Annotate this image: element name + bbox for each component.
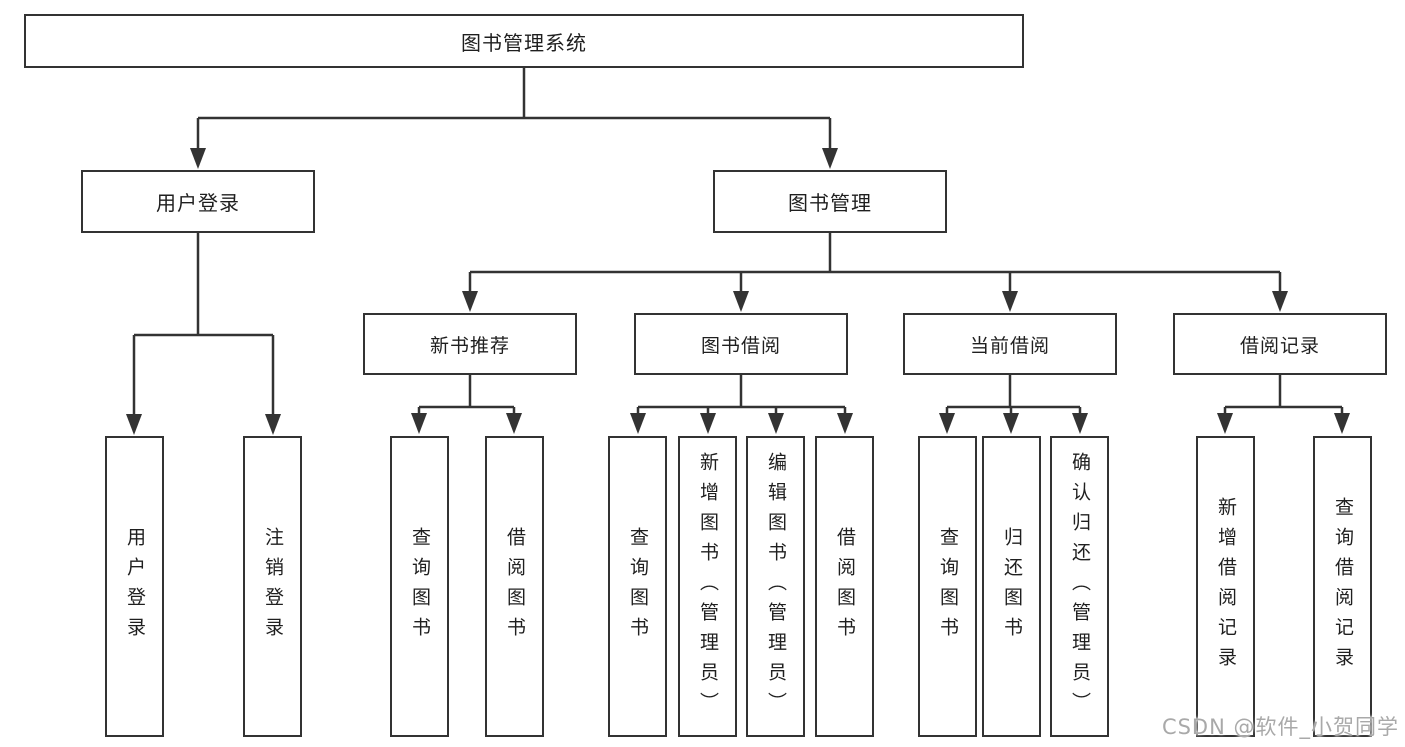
arrow-icon <box>1272 291 1288 312</box>
leaf-confirm-return-admin: 确认归还（管理员） <box>1050 436 1109 737</box>
connector-book-management-to-level3 <box>468 233 1282 293</box>
arrow-icon <box>126 414 142 435</box>
arrow-icon <box>822 148 838 169</box>
node-current-borrowing: 当前借阅 <box>903 313 1117 375</box>
connector-book-borrowing-to-leaves <box>636 375 847 415</box>
node-label: 新书推荐 <box>429 334 510 357</box>
arrow-icon <box>733 291 749 312</box>
leaf-borrow-books-recommend: 借阅图书 <box>485 436 544 737</box>
arrow-icon <box>630 413 646 434</box>
node-book-management: 图书管理 <box>713 170 947 233</box>
arrow-icon <box>411 413 427 434</box>
arrow-icon <box>1003 413 1019 434</box>
leaf-label: 用户登录 <box>124 526 146 647</box>
arrow-icon <box>1072 413 1088 434</box>
arrow-icon <box>939 413 955 434</box>
node-library-system: 图书管理系统 <box>24 14 1024 68</box>
leaf-query-books-recommend: 查询图书 <box>390 436 449 737</box>
node-user-login: 用户登录 <box>81 170 315 233</box>
arrow-icon <box>506 413 522 434</box>
node-book-borrowing: 图书借阅 <box>634 313 848 375</box>
connector-user-login-to-leaves <box>132 233 275 416</box>
leaf-label: 新增借阅记录 <box>1215 496 1237 677</box>
watermark: CSDN @软件_小贺同学 <box>1161 715 1399 739</box>
leaf-add-borrow-record: 新增借阅记录 <box>1196 436 1255 737</box>
node-label: 图书借阅 <box>700 334 781 357</box>
node-label: 当前借阅 <box>969 334 1050 357</box>
leaf-edit-book-admin: 编辑图书（管理员） <box>746 436 805 737</box>
leaf-return-book: 归还图书 <box>982 436 1041 737</box>
leaf-borrow-books-borrowing: 借阅图书 <box>815 436 874 737</box>
node-label: 图书管理系统 <box>461 30 587 55</box>
connector-borrow-records-to-leaves <box>1223 375 1344 415</box>
arrowheads <box>126 148 1350 435</box>
leaf-label: 查询图书 <box>409 526 431 647</box>
leaf-add-book-admin: 新增图书（管理员） <box>678 436 737 737</box>
connector-current-borrowing-to-leaves <box>945 375 1082 415</box>
node-borrow-records: 借阅记录 <box>1173 313 1387 375</box>
node-label: 图书管理 <box>788 191 872 215</box>
leaf-label: 归还图书 <box>1001 526 1023 647</box>
node-new-book-recommend: 新书推荐 <box>363 313 577 375</box>
arrow-icon <box>190 148 206 169</box>
arrow-icon <box>265 414 281 435</box>
leaf-query-books-borrowing: 查询图书 <box>608 436 667 737</box>
node-label: 用户登录 <box>156 191 240 215</box>
leaf-label: 借阅图书 <box>504 526 526 647</box>
arrow-icon <box>1002 291 1018 312</box>
arrow-icon <box>768 413 784 434</box>
leaf-label: 编辑图书（管理员） <box>765 451 787 722</box>
leaf-label: 注销登录 <box>262 526 284 647</box>
leaf-logout: 注销登录 <box>243 436 302 737</box>
connector-root-to-level2 <box>196 68 832 150</box>
leaf-label: 确认归还（管理员） <box>1069 451 1091 722</box>
node-label: 借阅记录 <box>1239 334 1320 357</box>
leaf-label: 借阅图书 <box>834 526 856 647</box>
arrow-icon <box>837 413 853 434</box>
leaf-user-login: 用户登录 <box>105 436 164 737</box>
leaf-label: 查询借阅记录 <box>1332 496 1354 677</box>
arrow-icon <box>1217 413 1233 434</box>
leaf-label: 新增图书（管理员） <box>697 451 719 722</box>
connector-new-book-recommend-to-leaves <box>417 375 516 415</box>
arrow-icon <box>462 291 478 312</box>
arrow-icon <box>1334 413 1350 434</box>
leaf-label: 查询图书 <box>627 526 649 647</box>
leaf-query-books-current: 查询图书 <box>918 436 977 737</box>
arrow-icon <box>700 413 716 434</box>
leaf-query-borrow-record: 查询借阅记录 <box>1313 436 1372 737</box>
leaf-label: 查询图书 <box>937 526 959 647</box>
